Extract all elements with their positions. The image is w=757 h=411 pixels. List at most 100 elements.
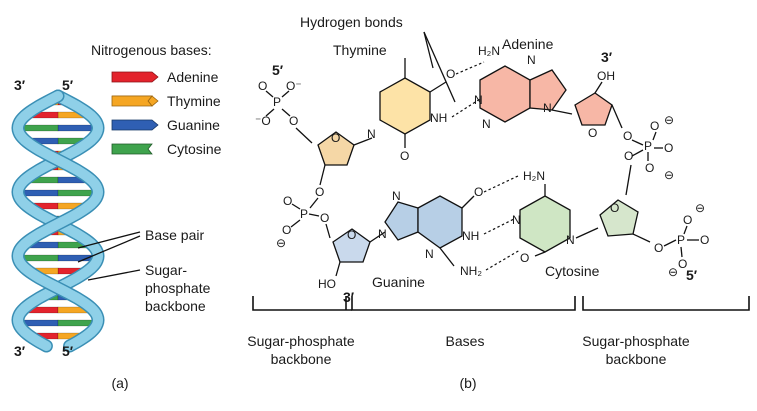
backbone-leader	[87, 269, 141, 281]
bracket-left-label-2: backbone	[271, 351, 332, 367]
atom-o: O	[320, 211, 329, 225]
guanine-five-ring	[384, 201, 419, 241]
cytosine-swatch	[111, 143, 153, 155]
hbond-t-a-1	[455, 61, 485, 75]
adenine-sugar-oh: OH	[597, 69, 615, 83]
atom-o: O	[654, 241, 663, 255]
panel-b-chemical-structure: Hydrogen bonds 5′ O O⁻ P ⁻O O O O NH O	[247, 14, 750, 391]
bond	[308, 213, 320, 217]
atom-o: O	[678, 257, 687, 271]
bond	[461, 195, 475, 209]
guanine-six-ring	[417, 195, 463, 249]
base-pair-label: Base pair	[145, 227, 204, 243]
phosphate-right-middle: P O ⊖ O O ⊖ O	[624, 113, 674, 196]
helix-bottom-left-3prime: 3′	[14, 343, 26, 359]
charge-minus: ⊖	[695, 201, 705, 215]
guanine-sugar-ho: HO	[318, 277, 336, 291]
bond	[611, 104, 623, 129]
thymine-nh: NH	[430, 111, 447, 125]
sugar-thymine	[317, 131, 355, 166]
phosphate-top-left: O O⁻ P ⁻O O	[255, 79, 313, 144]
atom-o: O	[624, 149, 633, 163]
guanine-swatch	[111, 119, 159, 131]
bond	[631, 149, 644, 157]
charge-minus: ⊖	[664, 168, 674, 182]
helix-backbone-strands	[11, 89, 105, 353]
charge-minus: ⊖	[664, 113, 674, 127]
bond	[291, 203, 301, 210]
bottom-5prime-label: 5′	[686, 267, 698, 283]
bond	[429, 81, 447, 93]
bond	[534, 251, 546, 257]
sugar-oxygen: O	[347, 228, 356, 242]
helix-top-right-5prime: 5′	[62, 77, 74, 93]
base-pair-leader-1	[77, 231, 141, 249]
caption-a: (a)	[111, 375, 128, 391]
hydrogen-bonds-label: Hydrogen bonds	[300, 14, 403, 30]
bottom-3prime-label: 3′	[343, 289, 355, 305]
bracket-bases	[351, 296, 576, 311]
hbond-leader-2	[423, 31, 456, 103]
thymine-o-bottom: O	[400, 149, 409, 163]
adenine-swatch	[111, 71, 159, 83]
guanine-n: N	[425, 247, 434, 261]
bracket-bases-label: Bases	[446, 333, 485, 349]
legend-thymine: Thymine	[111, 93, 221, 109]
legend-label-thymine: Thymine	[167, 93, 221, 109]
bond	[295, 127, 313, 144]
atom-o: O	[650, 119, 659, 133]
atom-p: P	[300, 207, 308, 221]
sugar-adenine	[574, 92, 613, 126]
bond	[319, 164, 326, 186]
thymine-n: N	[367, 127, 376, 141]
hbond-g-c-2	[483, 217, 517, 235]
adenine-n: N	[474, 93, 483, 107]
atom-p: P	[644, 139, 652, 153]
adenine-six-ring	[479, 65, 531, 123]
adenine-n: N	[527, 53, 536, 67]
legend-cytosine: Cytosine	[111, 141, 222, 157]
adenine-five-ring	[529, 69, 567, 111]
legend-label-adenine: Adenine	[167, 69, 219, 85]
bond	[309, 197, 319, 209]
cytosine-amine: H₂N	[523, 169, 545, 183]
atom-o: O	[289, 114, 298, 128]
bracket-left-backbone	[252, 296, 352, 311]
bond	[663, 239, 677, 247]
guanine-nh: NH	[462, 229, 479, 243]
cytosine-n: N	[512, 213, 521, 227]
legend-label-guanine: Guanine	[167, 117, 220, 133]
hbond-t-a-2	[451, 98, 481, 118]
thymine-label: Thymine	[333, 42, 387, 58]
atom-o: O	[315, 185, 324, 199]
atom-o: O	[664, 141, 673, 155]
bond	[325, 223, 331, 239]
atom-o: O	[683, 213, 692, 227]
guanine-n: N	[392, 189, 401, 203]
bond	[631, 139, 644, 146]
bond	[369, 231, 386, 243]
backbone-label-line3: backbone	[145, 298, 206, 314]
adenine-n: N	[543, 101, 552, 115]
thymine-o-top: O	[446, 67, 455, 81]
cytosine-n: N	[566, 233, 575, 247]
backbone-label-line1: Sugar-	[145, 262, 187, 278]
adenine-label: Adenine	[502, 36, 554, 52]
bond	[652, 131, 657, 141]
sugar-cytosine	[599, 199, 639, 237]
bracket-right-backbone	[582, 296, 750, 311]
base-pair-leader-2	[77, 235, 141, 263]
legend-label-cytosine: Cytosine	[167, 141, 222, 157]
bond	[625, 164, 632, 196]
top-3prime-label: 3′	[601, 49, 613, 65]
panel-a-double-helix: 3′ 5′ 3′ 5′ Nitrogenous bases: Adenine T…	[11, 42, 222, 391]
adenine-amine: H₂N	[478, 44, 500, 58]
charge-minus: ⊖	[668, 265, 678, 279]
thymine-swatch-body	[111, 95, 153, 107]
bond	[683, 225, 688, 235]
legend-title: Nitrogenous bases:	[91, 42, 212, 58]
sugar-oxygen: O	[331, 131, 340, 145]
bond	[281, 90, 290, 98]
caption-b: (b)	[459, 375, 476, 391]
